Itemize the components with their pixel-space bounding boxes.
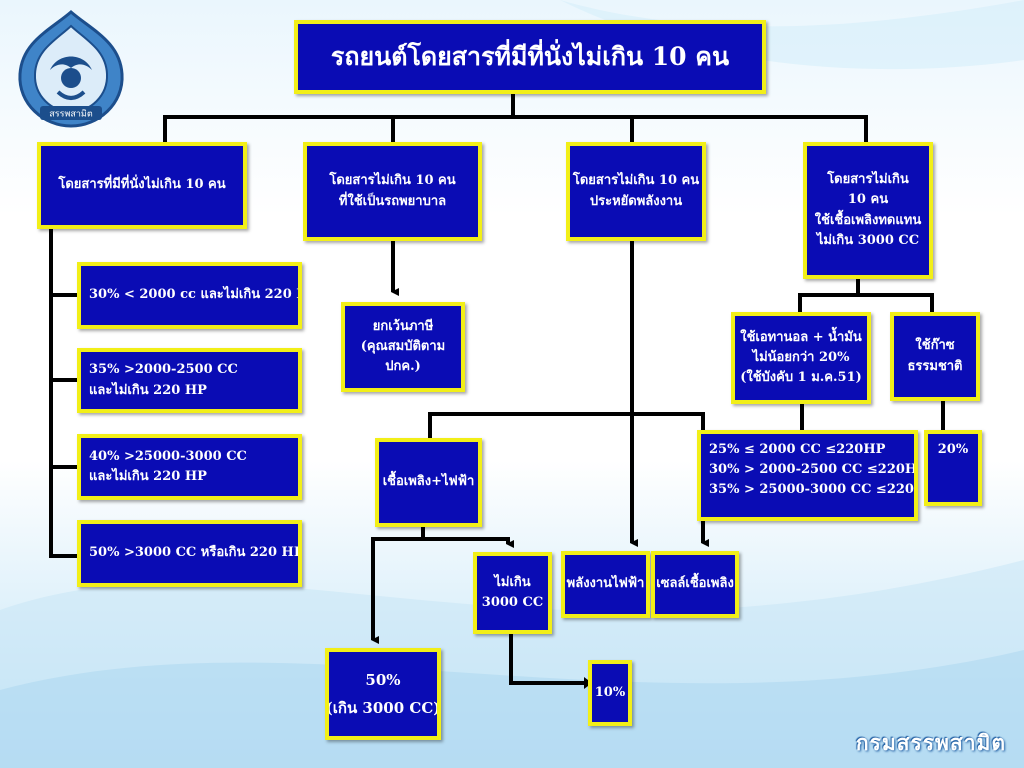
node-text-line: ใช้เอทานอล + น้ำมัน [740, 329, 862, 345]
node-text-line: 35% >2000-2500 CC [89, 362, 238, 378]
node-text-line: 3000 CC [481, 595, 544, 610]
node-cat-seats: โดยสารที่มีที่นั่งไม่เกิน 10 คน [37, 142, 247, 229]
brand-wordmark: กรมสรรพสามิต [855, 730, 1006, 755]
node-fuel-cell: เซลล์เชื้อเพลิง [651, 551, 739, 618]
node-ngv: ใช้ก๊าซธรรมชาติ [890, 312, 980, 401]
node-rate-50: 50% >3000 CC หรือเกิน 220 HP [77, 520, 302, 587]
node-text-line: และไม่เกิน 220 HP [89, 469, 207, 484]
node-text-line: โดยสารไม่เกิน 10 คน [572, 173, 700, 189]
node-text-line: 25% ≤ 2000 CC ≤220HP [709, 442, 886, 457]
node-text-line: 30% > 2000-2500 CC ≤220HP [709, 462, 918, 478]
node-text-line: ใช้เชื้อเพลิงทดแทน [814, 212, 922, 228]
logo-text: สรรพสามิต [49, 109, 93, 120]
node-exempt: ยกเว้นภาษี (คุณสมบัติตามปกค.) [341, 302, 465, 392]
node-text-line: 35% > 25000-3000 CC ≤220HP [709, 482, 918, 498]
node-text-line: และไม่เกิน 220 HP [89, 382, 207, 398]
node-rate-30: 30% < 2000 cc และไม่เกิน 220 HP [77, 262, 302, 329]
node-title: รถยนต์โดยสารที่มีที่นั่งไม่เกิน 10 คน [294, 20, 766, 94]
node-text-line: โดยสารไม่เกิน 10 คน [329, 173, 456, 189]
node-text-line: ธรรมชาติ [907, 358, 963, 374]
node-text-line: 30% < 2000 cc และไม่เกิน 220 HP [89, 287, 302, 303]
node-text-line: พลังงานไฟฟ้า [566, 576, 645, 592]
node-text-line: ปกค.) [385, 359, 421, 375]
node-text-line: ใช้ก๊าซ [915, 338, 955, 354]
node-text-line: 50% [365, 670, 401, 689]
node-text-line: 20% [937, 442, 969, 457]
node-text-line: เซลล์เชื้อเพลิง [656, 576, 734, 592]
node-text-line: เชื้อเพลิง+ไฟฟ้า [382, 474, 475, 490]
garuda-emblem-icon: สรรพสามิต [18, 10, 124, 128]
node-text-line: รถยนต์โดยสารที่มีที่นั่งไม่เกิน 10 คน [330, 42, 730, 71]
node-text-line: ไม่เกิน 3000 CC [816, 232, 920, 248]
node-rate-35: 35% >2000-2500 CC และไม่เกิน 220 HP [77, 348, 302, 413]
node-text-line: โดยสารที่มีที่นั่งไม่เกิน 10 คน [58, 177, 226, 193]
node-text-line: 50% >3000 CC หรือเกิน 220 HP [89, 545, 302, 561]
node-cat-eco: โดยสารไม่เกิน 10 คนประหยัดพลังงาน [566, 142, 706, 241]
node-ethanol-rates: 25% ≤ 2000 CC ≤220HP 30% > 2000-2500 CC ≤… [697, 430, 918, 521]
node-text-line: (คุณสมบัติตาม [360, 338, 446, 354]
node-text-line: โดยสารไม่เกิน [827, 172, 909, 188]
node-text-line: ไม่เกิน [494, 574, 531, 590]
node-electric: พลังงานไฟฟ้า [561, 551, 650, 618]
node-text-line: ยกเว้นภาษี [372, 318, 434, 334]
node-hybrid-over-3000: 50% (เกิน 3000 CC) [325, 648, 441, 740]
node-text-line: 10% [594, 684, 626, 700]
node-text-line: 10 คน [847, 192, 889, 208]
node-hybrid: เชื้อเพลิง+ไฟฟ้า [375, 438, 482, 527]
node-text-line: ประหยัดพลังงาน [589, 193, 683, 209]
node-text-line: ที่ใช้เป็นรถพยาบาล [338, 193, 447, 209]
node-rate-40: 40% >25000-3000 CC และไม่เกิน 220 HP [77, 434, 302, 500]
node-text-line: (เกิน 3000 CC) [325, 699, 441, 717]
node-under-3000: ไม่เกิน 3000 CC [473, 552, 552, 634]
node-text-line: (ใช้บังคับ 1 ม.ค.51) [740, 370, 862, 386]
node-ngv-rate: 20% [924, 430, 982, 506]
node-hybrid-under-3000-rate: 10% [588, 660, 632, 726]
node-cat-ambulance: โดยสารไม่เกิน 10 คนที่ใช้เป็นรถพยาบาล [303, 142, 482, 241]
node-ethanol: ใช้เอทานอล + น้ำมันไม่น้อยกว่า 20% (ใช้บั… [731, 312, 871, 404]
node-text-line: ไม่น้อยกว่า 20% [752, 349, 850, 365]
node-cat-altfuel: โดยสารไม่เกิน 10 คนใช้เชื้อเพลิงทดแทนไม่เ… [803, 142, 933, 279]
node-text-line: 40% >25000-3000 CC [89, 448, 247, 464]
